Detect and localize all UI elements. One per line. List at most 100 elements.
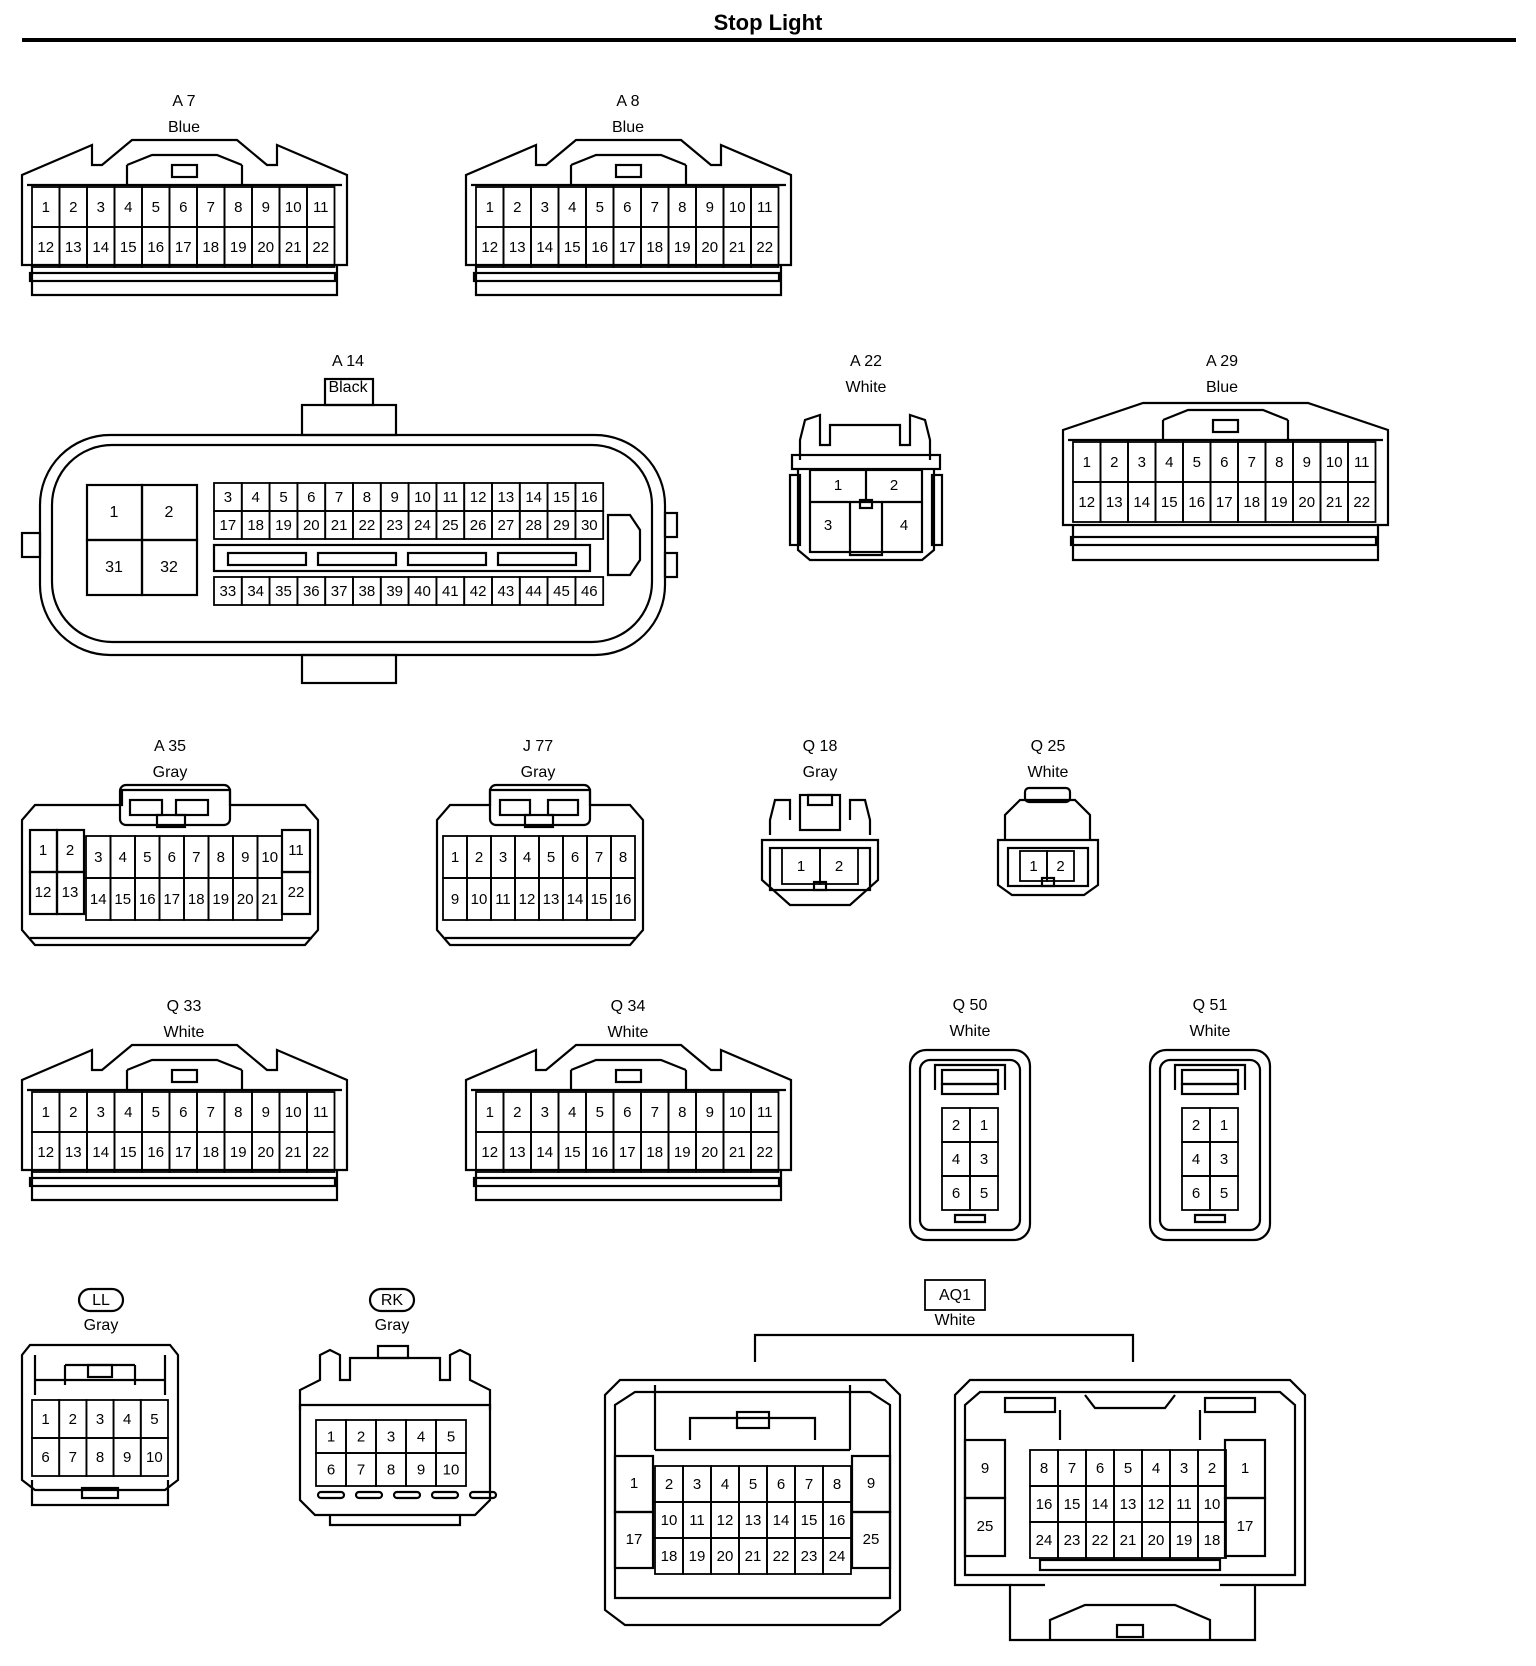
pin-number: 3 (541, 1104, 549, 1121)
latch-tab (170, 1068, 199, 1084)
pin-number: 19 (230, 239, 247, 256)
connector-housing (996, 838, 1100, 897)
pin-number: 10 (285, 1104, 302, 1121)
pin-number: 16 (147, 239, 164, 256)
pin-number: 10 (443, 1461, 460, 1478)
pin-number: 3 (224, 489, 232, 506)
pin-number: 21 (261, 891, 278, 908)
key-tab (1193, 1213, 1227, 1224)
pin-number: 19 (689, 1548, 706, 1565)
pin-number: 10 (471, 891, 488, 908)
side-nub (663, 511, 679, 539)
pin-number: 10 (261, 849, 278, 866)
pin-number: 9 (867, 1475, 875, 1492)
pin-number: 1 (980, 1117, 988, 1134)
connector-housing (796, 469, 936, 562)
latch (569, 153, 688, 185)
connector-color-label: White (608, 1024, 649, 1041)
pin-number: 35 (275, 583, 292, 600)
pin-number: 5 (152, 1104, 160, 1121)
pin-number: 8 (234, 199, 242, 216)
latch-tab (940, 1082, 1000, 1096)
connector-id-label: Q 25 (1031, 738, 1066, 755)
pin-number: 29 (553, 517, 570, 534)
pin-number: 6 (1096, 1460, 1104, 1477)
pin-number: 41 (442, 583, 459, 600)
pin-number: 16 (591, 239, 608, 256)
pin-cell (1046, 850, 1075, 882)
pin-number: 22 (359, 517, 376, 534)
pin-number: 18 (202, 1144, 219, 1161)
pin-number: 16 (829, 1512, 846, 1529)
latch (798, 793, 842, 832)
top-key-tab (323, 377, 375, 407)
pin-number: 5 (1124, 1460, 1132, 1477)
connector-id-badge (77, 1287, 125, 1313)
bracket-line (753, 1333, 1135, 1362)
pin-number: 13 (1106, 494, 1123, 511)
pin-number: 14 (1133, 494, 1150, 511)
pin-number: 14 (536, 1144, 553, 1161)
pin-number: 12 (37, 1144, 54, 1161)
pin-number: 12 (35, 884, 52, 901)
pin-number: 18 (188, 891, 205, 908)
pin-cell (574, 510, 605, 540)
pin-number: 23 (801, 1548, 818, 1565)
pin-number: 6 (1220, 454, 1228, 471)
connector-color-label: White (935, 1312, 976, 1329)
pin-number: 21 (729, 239, 746, 256)
latch (688, 1416, 817, 1440)
pin-number: 14 (1092, 1496, 1109, 1513)
pin-number: 2 (1192, 1117, 1200, 1134)
pin-number: 10 (146, 1449, 163, 1466)
housing-inner (963, 1390, 1297, 1577)
latch (125, 1058, 244, 1090)
pin-cell (610, 877, 636, 921)
pin-number: 11 (689, 1512, 705, 1529)
pin-cell (306, 226, 336, 268)
housing-top-rail (790, 453, 942, 471)
side-rail (930, 473, 944, 547)
pin-number: 20 (1148, 1532, 1165, 1549)
latch (118, 783, 232, 827)
housing-rail (472, 271, 781, 283)
pin-number: 20 (257, 239, 274, 256)
connector-color-label: White (1190, 1023, 1231, 1040)
pin-number: 43 (498, 583, 515, 600)
latch (1023, 786, 1072, 804)
pin-number: 10 (729, 1104, 746, 1121)
pin-number: 22 (1092, 1532, 1109, 1549)
pin-number: 26 (470, 517, 487, 534)
pin-number: 6 (623, 1104, 631, 1121)
pin-number: 3 (824, 517, 832, 534)
latch-tab (170, 163, 199, 179)
pin-number: 5 (279, 489, 287, 506)
pin-cell (306, 1131, 336, 1173)
pin-number: 14 (536, 239, 553, 256)
pin-number: 16 (581, 489, 598, 506)
connector-id-label: Q 51 (1193, 997, 1228, 1014)
pin-number: 9 (241, 849, 249, 866)
pin-number: 17 (220, 517, 237, 534)
connector-housing (464, 1043, 793, 1172)
pin-number: 6 (952, 1185, 960, 1202)
pin-number: 5 (150, 1411, 158, 1428)
connector-id-label: Q 50 (953, 997, 988, 1014)
vent-slot (430, 1490, 460, 1500)
connector-color-label: Gray (153, 764, 188, 781)
pin-number: 33 (220, 583, 237, 600)
connector-id-label: AQ1 (939, 1287, 971, 1304)
pin-number: 12 (470, 489, 487, 506)
key-tab (953, 1213, 987, 1224)
pin-number: 36 (303, 583, 320, 600)
pin-number: 6 (1192, 1185, 1200, 1202)
pin-number: 2 (1110, 454, 1118, 471)
pin-number: 34 (247, 583, 264, 600)
pin-number: 8 (833, 1476, 841, 1493)
latch-tab (1211, 418, 1240, 434)
pin-number: 7 (357, 1461, 365, 1478)
